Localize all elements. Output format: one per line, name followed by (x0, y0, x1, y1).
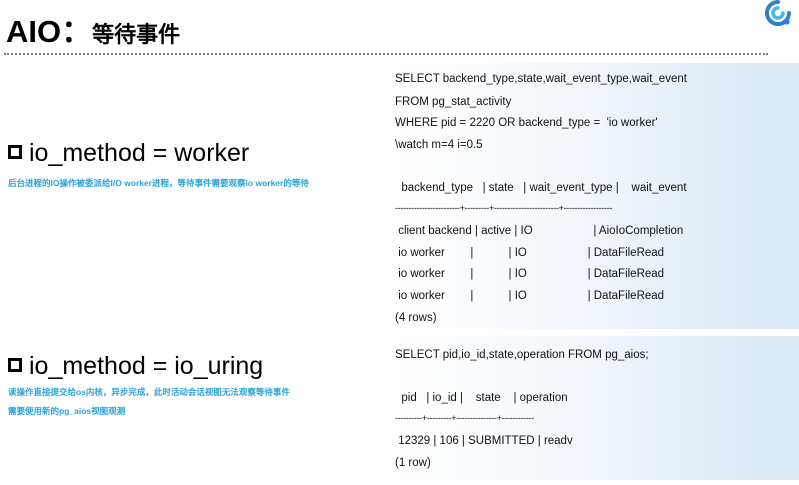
result-row-count: (1 row) (395, 457, 431, 469)
heading-worker-text: io_method = worker (29, 139, 250, 167)
result-header: pid | io_id | state | operation (395, 392, 568, 404)
query-line: FROM pg_stat_activity (395, 96, 512, 108)
brand-swirl-icon (765, 0, 791, 26)
query-line: WHERE pid = 2220 OR backend_type = 'io w… (395, 117, 658, 129)
query-line: \watch m=4 i=0.5 (395, 139, 483, 151)
result-row: client backend | active | IO | AioIoComp… (395, 225, 684, 237)
title-prefix: AIO： (6, 14, 93, 49)
query-panel-worker (388, 63, 799, 329)
square-bullet-icon (8, 145, 22, 160)
result-separator: ----------+---------+---------------+---… (395, 413, 534, 423)
query-line: SELECT backend_type,state,wait_event_typ… (395, 73, 687, 85)
heading-io-uring: io_method = io_uring (8, 352, 263, 381)
slide-title: AIO：等待事件 (6, 6, 180, 51)
query-line: SELECT pid,io_id,state,operation FROM pg… (395, 349, 649, 361)
square-bullet-icon (8, 358, 22, 373)
title-divider (4, 53, 768, 55)
result-header: backend_type | state | wait_event_type |… (395, 182, 687, 194)
result-row-count: (4 rows) (395, 312, 437, 324)
result-row: 12329 | 106 | SUBMITTED | readv (395, 435, 573, 447)
heading-worker: io_method = worker (8, 139, 249, 168)
heading-io-uring-text: io_method = io_uring (29, 352, 264, 380)
description-io-uring: 读操作直接提交给os内核，异步完成，此时活动会话视图无法观察等待事件 (8, 387, 290, 397)
result-row: io worker | | IO | DataFileRead (395, 247, 665, 259)
result-row: io worker | | IO | DataFileRead (395, 268, 665, 280)
title-main: 等待事件 (92, 22, 181, 47)
result-separator: ------------------------+---------+-----… (395, 203, 613, 213)
description-worker: 后台进程的IO操作被委派给I/O worker进程，等待事件需要观察io wor… (8, 178, 309, 188)
result-row: io worker | | IO | DataFileRead (395, 290, 665, 302)
query-panel-io-uring (388, 336, 799, 480)
description-io-uring: 需要使用新的pg_aios视图观测 (8, 406, 126, 416)
